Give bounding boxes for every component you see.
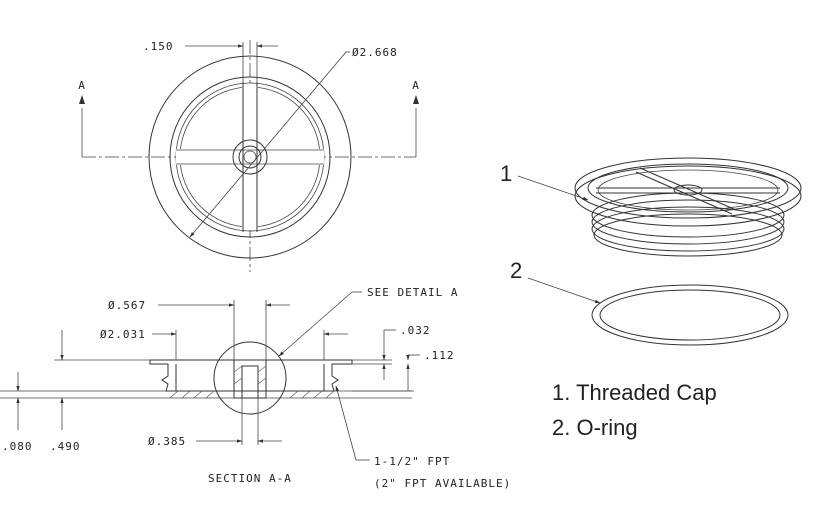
dim-base: .080 [2,440,33,453]
section-view: SEE DETAIL A Ø.567 Ø2.031 Ø.385 .032 .11… [0,286,511,490]
dim-flange: Ø2.031 [100,328,146,341]
inner-ring [169,76,331,238]
svg-text:2: 2 [510,258,522,283]
dim-height: .490 [50,440,81,453]
dim-flange-thickness: .112 [424,349,455,362]
outer-ring [148,55,352,259]
detail-a-circle [213,341,287,415]
detail-note: SEE DETAIL A [367,286,458,299]
dim-bore: Ø.385 [148,435,186,448]
thread-note-alt: (2" FPT AVAILABLE) [374,477,511,490]
section-caption: SECTION A-A [208,472,292,485]
callout-1: 1 [500,161,589,201]
thread-note: 1-1/2" FPT [374,455,450,468]
section-marker-left: A [78,79,86,92]
legend-item-threaded-cap: 1. Threaded Cap [552,380,717,405]
threaded-cap-illustration [574,157,802,257]
section-marker-right: A [412,79,420,92]
legend-item-o-ring: 2. O-ring [552,415,638,440]
callout-2: 2 [510,258,601,304]
dim-lip: .032 [400,324,431,337]
dim-diameter: Ø2.668 [352,46,398,59]
svg-text:1: 1 [500,161,512,186]
o-ring-illustration [591,284,789,346]
dim-hub: Ø.567 [108,299,146,312]
dim-rib-width: .150 [143,40,174,53]
top-view: A A Ø2.668 .150 [78,40,420,272]
